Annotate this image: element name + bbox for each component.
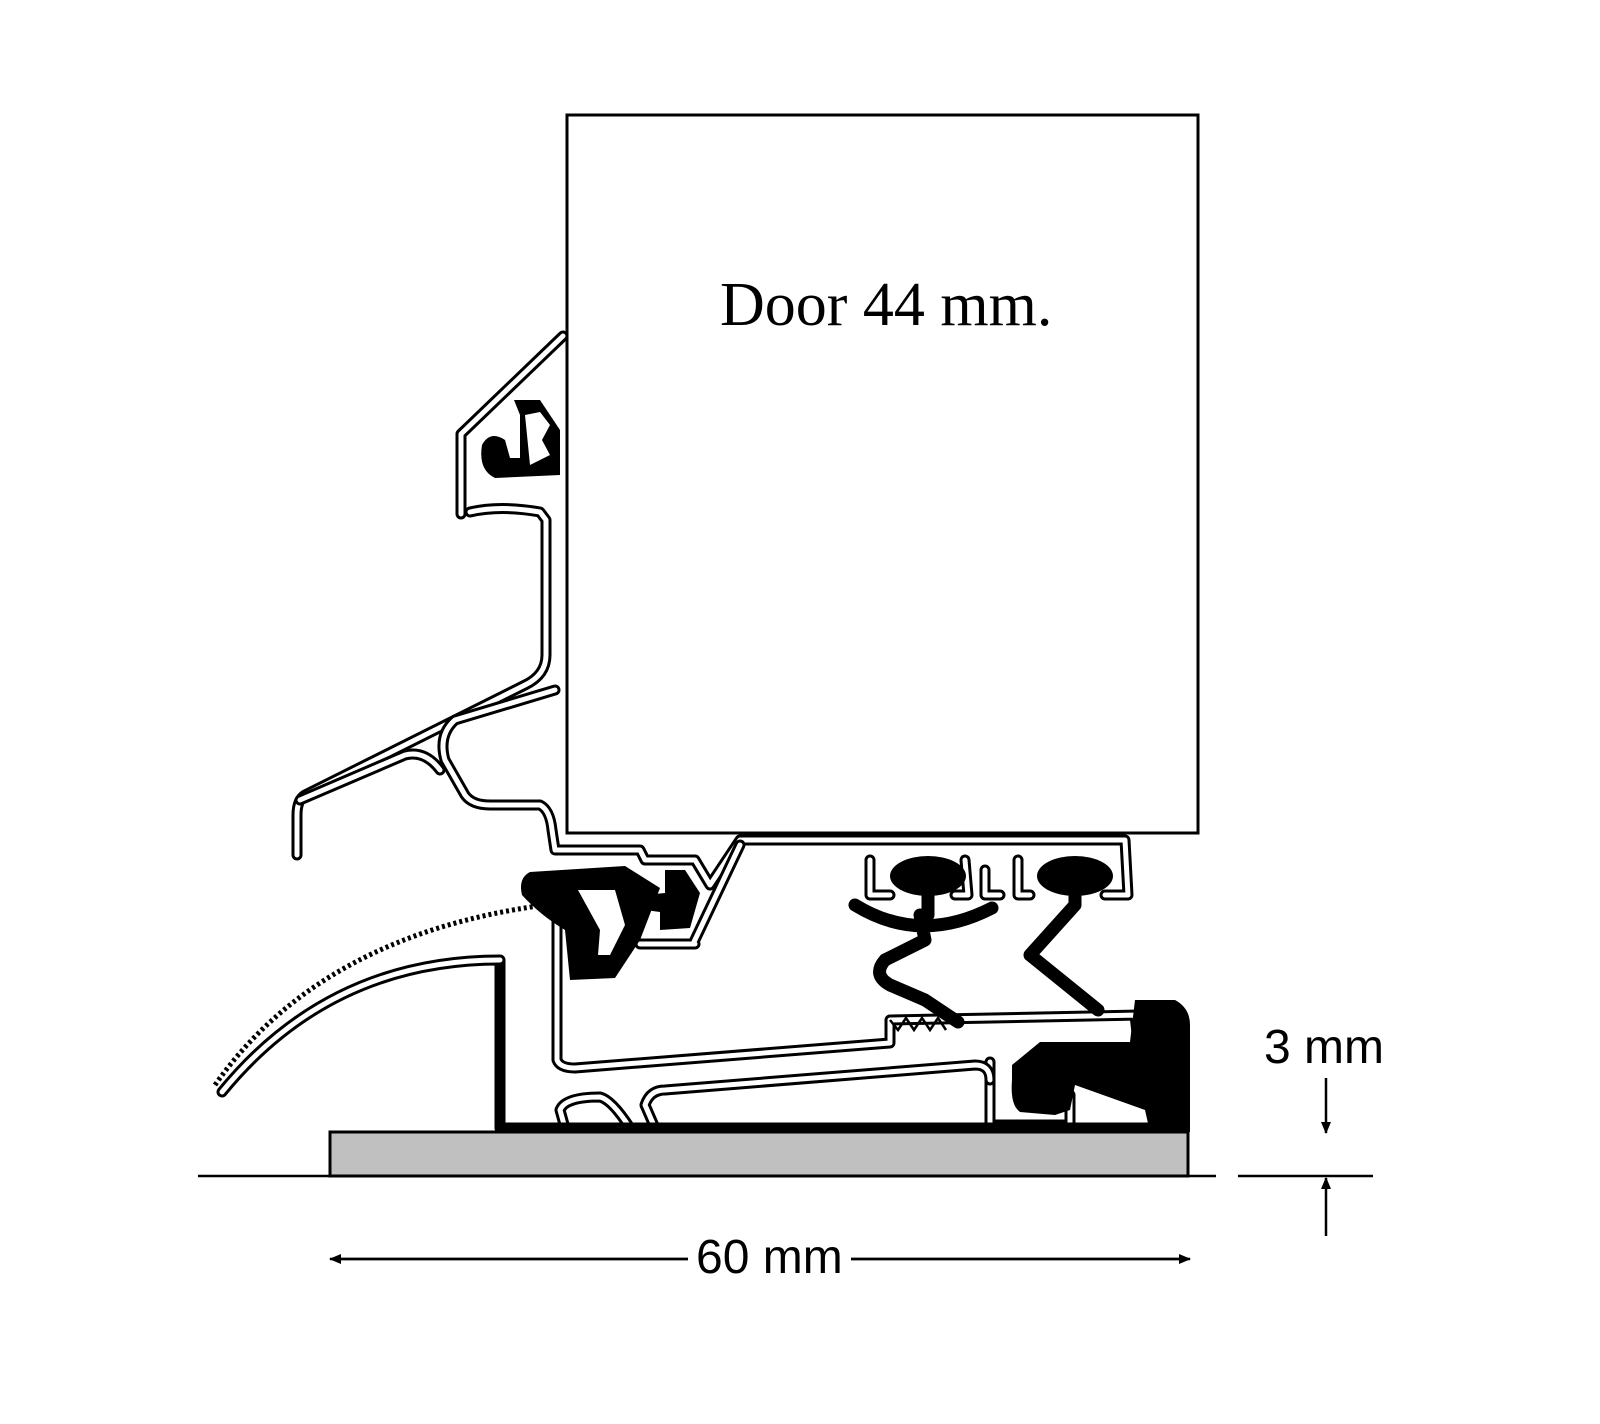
- gap-dimension-label: 3 mm: [1264, 1021, 1384, 1074]
- seals: [521, 856, 1190, 1132]
- brush-fin: [212, 902, 546, 1087]
- drip-seal: [521, 866, 660, 980]
- threshold-end-seal: [1011, 1000, 1190, 1132]
- door-thickness-label: Door 44 mm.: [720, 271, 1053, 339]
- sweep-seal-left: [848, 878, 999, 1029]
- sweep-seal-right: [1023, 878, 1105, 1017]
- width-dimension-label: 60 mm: [688, 1230, 851, 1285]
- door-leaf: [565, 113, 1200, 835]
- base-plate: [328, 1130, 1190, 1178]
- door-bottom-profile: [291, 330, 1134, 950]
- threshold-profile: [212, 899, 1156, 1134]
